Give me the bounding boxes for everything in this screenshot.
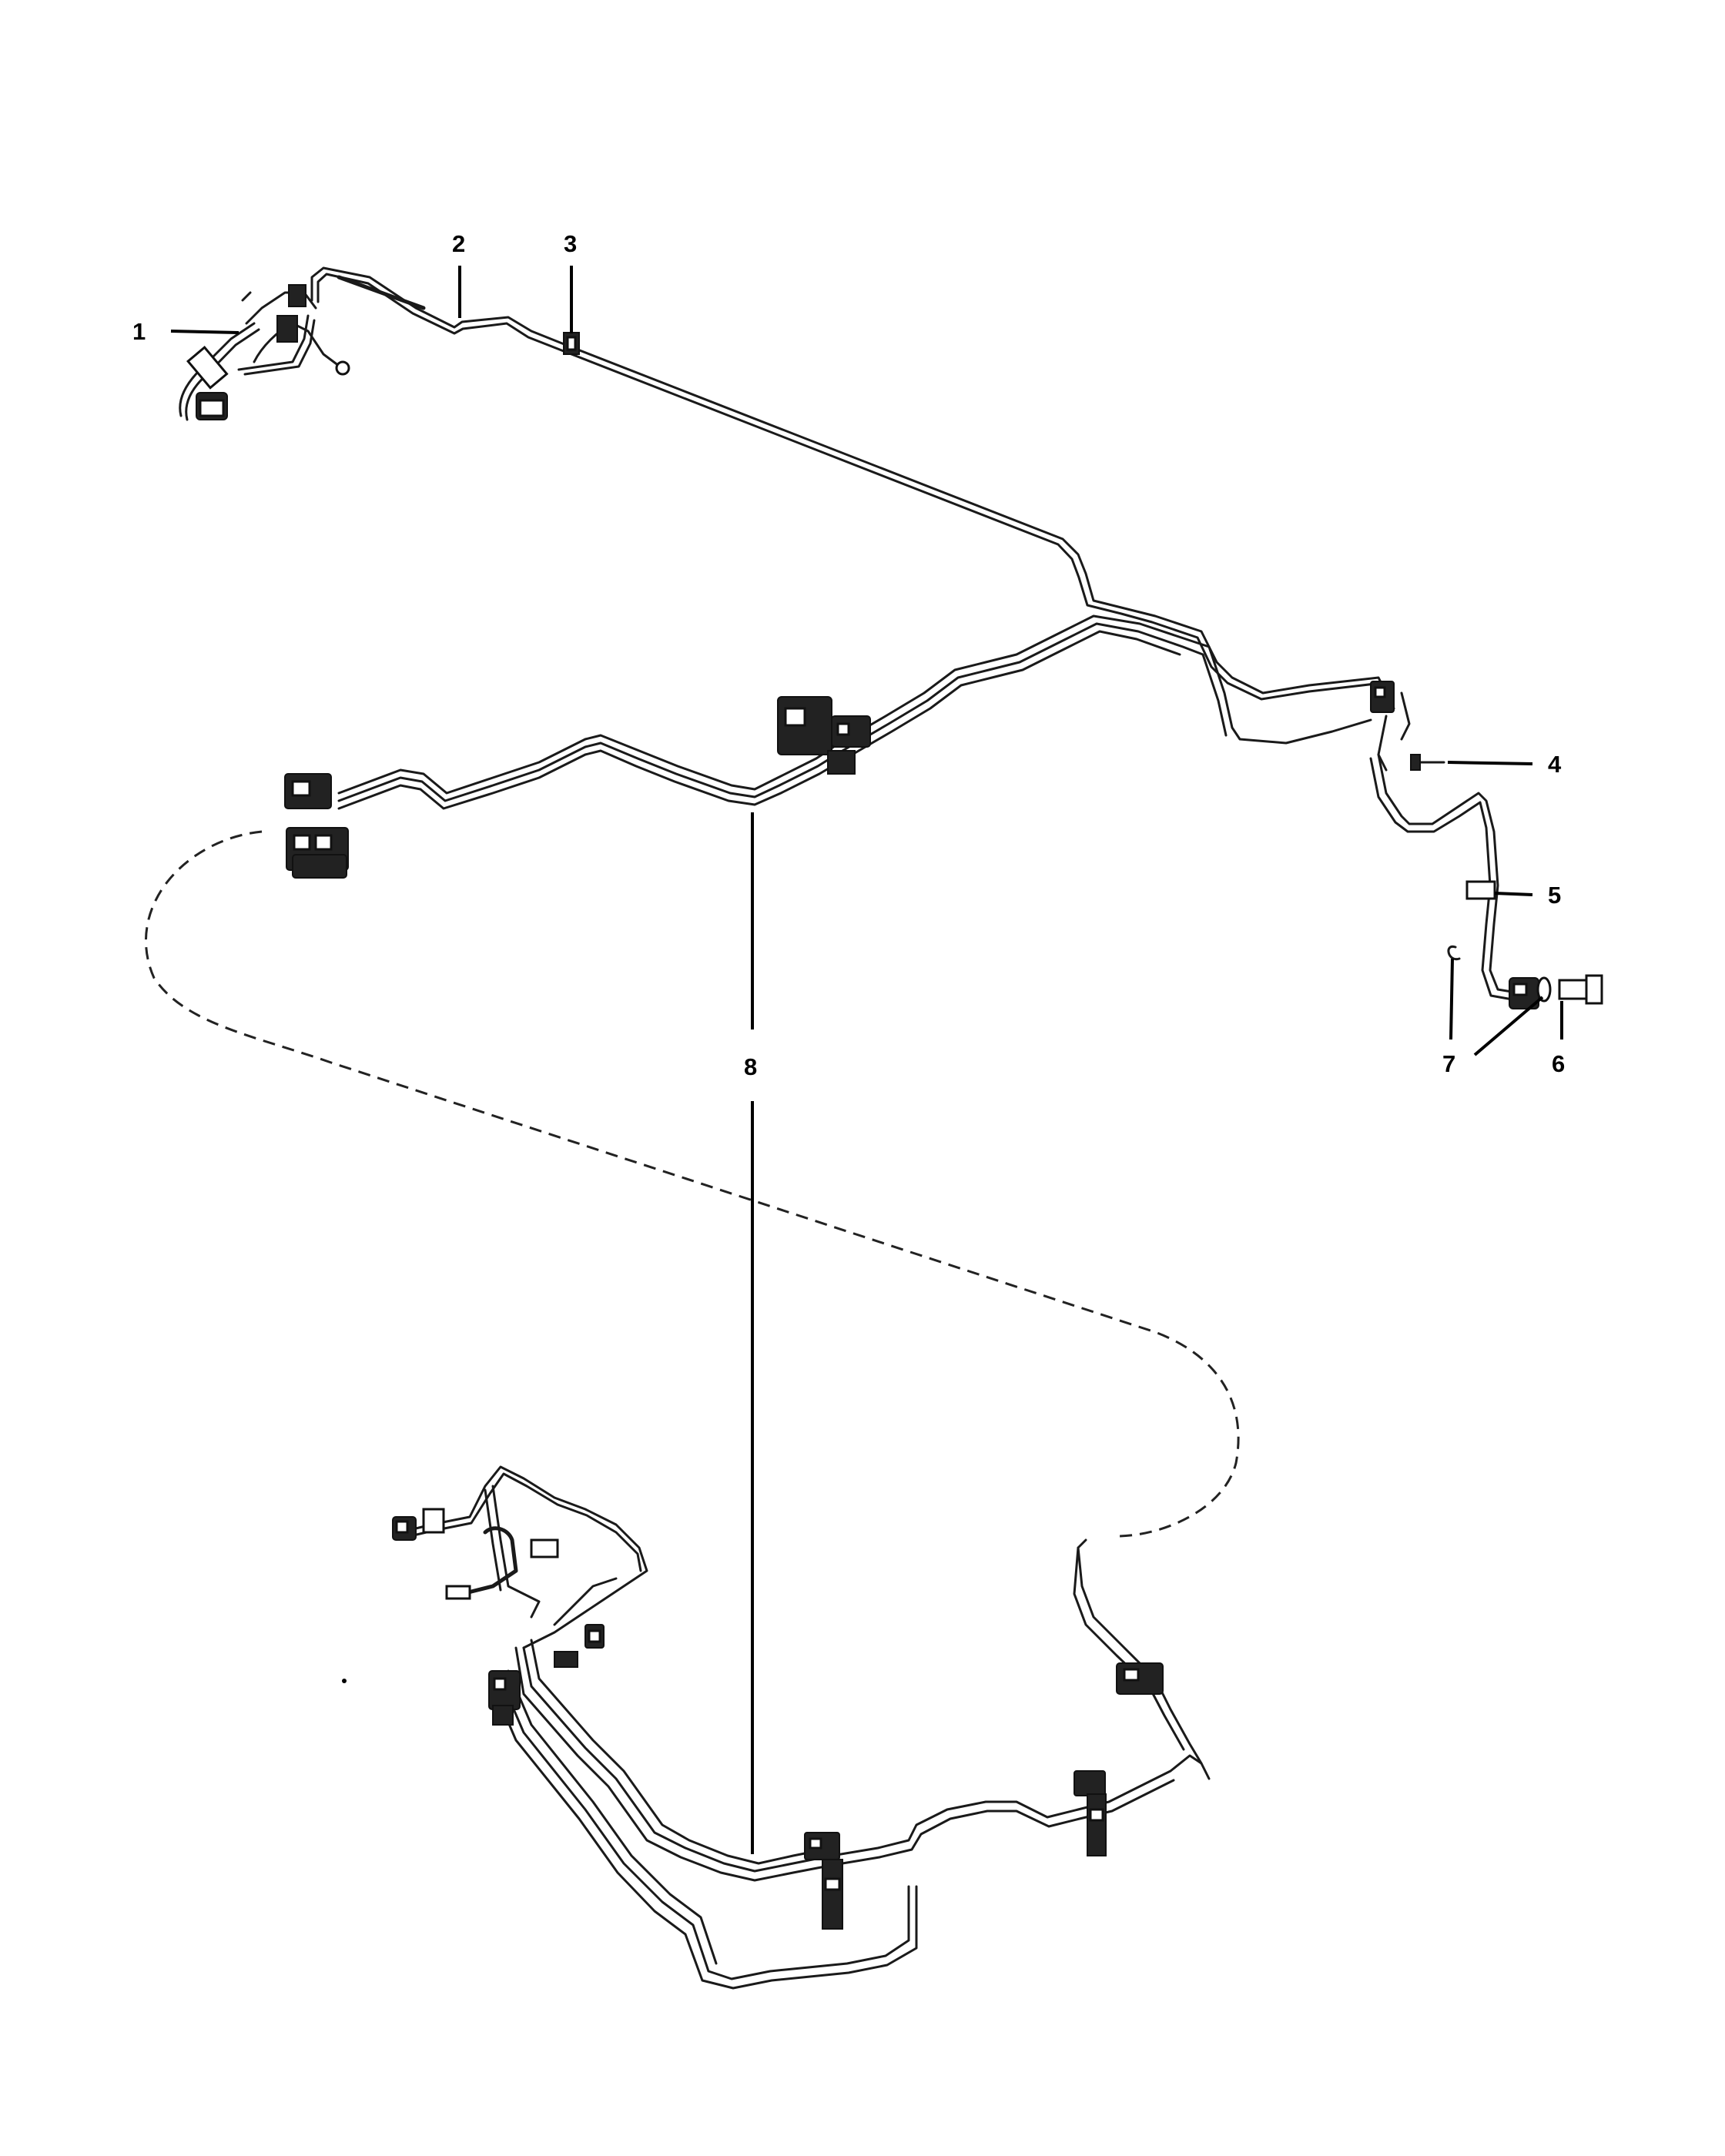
front-brake-tube bbox=[310, 266, 1395, 710]
right-bracket bbox=[1370, 681, 1411, 772]
banjo-bolt-part-6 bbox=[1558, 974, 1603, 1005]
stray-mark bbox=[342, 1679, 347, 1683]
callouts: 1 2 3 4 5 6 7 8 bbox=[132, 230, 1565, 1080]
rear-left-hose-assembly bbox=[392, 1465, 648, 1726]
left-junction-block bbox=[284, 773, 349, 879]
leader-line-6b bbox=[1473, 996, 1544, 1056]
continuation-dashed-line bbox=[145, 830, 1240, 1538]
washer-part-7 bbox=[1447, 945, 1461, 961]
callout-1: 1 bbox=[132, 318, 146, 345]
lower-clip-right bbox=[1074, 1770, 1107, 1856]
leader-line-5 bbox=[1494, 892, 1533, 896]
tube-clip bbox=[563, 332, 580, 355]
callout-2: 2 bbox=[452, 230, 465, 257]
middle-tube-bundle bbox=[337, 614, 1372, 810]
rear-right-brake-hose bbox=[1369, 753, 1539, 1009]
center-junction-block bbox=[777, 696, 871, 775]
washer-part-6a bbox=[1536, 976, 1552, 1003]
lower-clip-center bbox=[804, 1832, 843, 1930]
rear-tube-bundle bbox=[491, 1538, 1211, 1990]
callout-5: 5 bbox=[1548, 882, 1561, 909]
callout-6: 6 bbox=[1552, 1050, 1565, 1077]
callout-3: 3 bbox=[564, 230, 577, 257]
callout-7: 7 bbox=[1442, 1050, 1455, 1077]
lower-bracket-right bbox=[1116, 1662, 1164, 1695]
front-left-brake-hose-assembly bbox=[179, 284, 350, 421]
leader-line-1 bbox=[170, 330, 239, 334]
leader-lines bbox=[170, 266, 1563, 1854]
callout-8: 8 bbox=[744, 1053, 757, 1080]
callout-4: 4 bbox=[1548, 751, 1562, 778]
bolt-part-4 bbox=[1410, 754, 1445, 771]
leader-line-4 bbox=[1447, 761, 1533, 765]
leader-line-7 bbox=[1449, 958, 1454, 1040]
